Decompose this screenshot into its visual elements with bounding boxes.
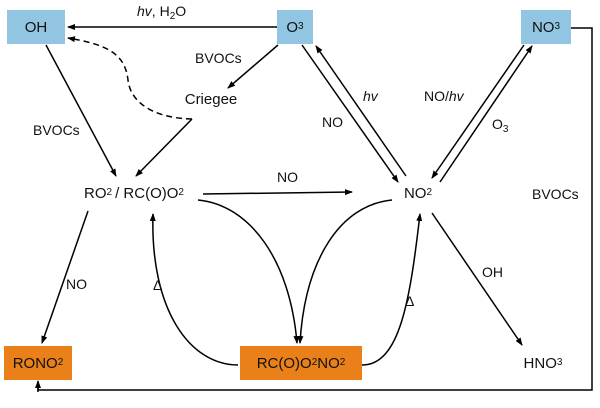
edge-criegee-to-oh [67, 36, 193, 120]
edge-ro2-to-pan [197, 199, 300, 344]
edge-no2-to-no3 [439, 45, 533, 183]
label-no3-to-no2: NO/hv [424, 88, 464, 104]
label-no2-to-o3: hv [363, 88, 378, 104]
label-ro2-to-no2: NO [277, 169, 298, 185]
label-no2-to-hno3: OH [482, 264, 503, 280]
edge-ro2-to-rono2 [41, 210, 89, 344]
edge-oh-to-ro2 [45, 44, 117, 177]
edge-o3-to-no2 [301, 44, 399, 183]
label-no3-to-rono2: BVOCs [532, 186, 579, 202]
edge-pan-to-no2 [361, 213, 423, 366]
edge-o3-to-criegee [227, 44, 279, 89]
edge-no2-to-hno3 [431, 212, 523, 346]
edge-no2-to-pan [297, 199, 393, 344]
label-o3-to-oh: hv, H2O [137, 3, 187, 22]
node-criegee: Criegee [184, 90, 238, 108]
edge-no3-to-rono2 [37, 27, 593, 391]
label-no2-to-no3: O3 [492, 116, 509, 135]
node-oh: OH [7, 10, 65, 44]
label-o3-to-no2: NO [322, 114, 343, 130]
label-pan-to-no2: Δ [405, 293, 415, 309]
label-ro2-to-rono2: NO [66, 276, 87, 292]
edge-no3-to-no2 [431, 44, 525, 179]
edge-ro2-to-no2 [202, 189, 353, 196]
edge-pan-to-ro2 [149, 213, 239, 366]
edge-no2-to-o3 [315, 45, 407, 177]
label-o3-to-criegee: BVOCs [195, 50, 242, 66]
edge-criegee-to-ro2 [135, 118, 193, 177]
label-oh-to-ro2: BVOCs [33, 122, 80, 138]
label-pan-to-ro2: Δ [153, 277, 163, 293]
